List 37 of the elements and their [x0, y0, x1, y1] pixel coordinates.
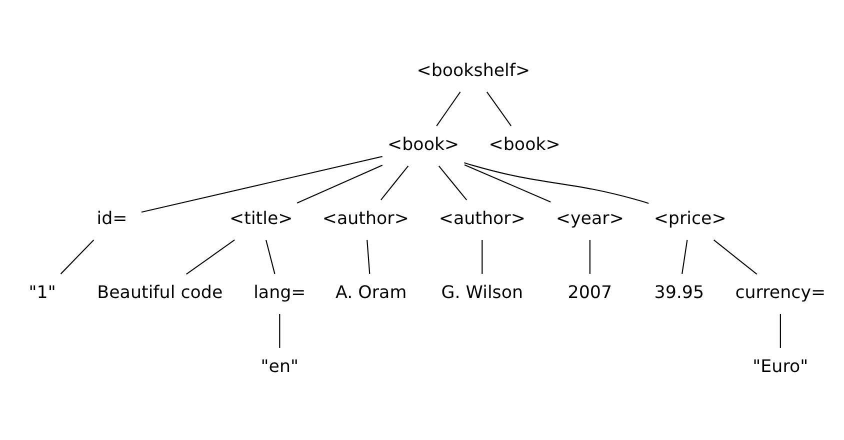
node-text: Beautiful code — [97, 283, 223, 304]
node-text: <bookshelf> — [416, 61, 530, 82]
connector — [436, 92, 461, 126]
connector — [482, 240, 483, 274]
node-text: 39.95 — [654, 283, 704, 304]
connector — [780, 314, 781, 348]
connector — [589, 240, 590, 274]
connector — [380, 166, 409, 200]
connector — [464, 162, 649, 204]
node-text: <title> — [230, 209, 293, 230]
node-text: <price> — [654, 209, 726, 230]
connector — [464, 164, 551, 202]
node-text: <author> — [322, 209, 409, 230]
connector — [141, 156, 382, 213]
connector — [60, 240, 94, 274]
node-text: G. Wilson — [441, 283, 524, 304]
node-text: A. Oram — [336, 283, 407, 304]
connector — [186, 240, 235, 275]
connector — [366, 240, 370, 274]
node-text: "Euro" — [752, 357, 808, 378]
connector — [296, 164, 383, 204]
node-text: currency= — [735, 283, 826, 304]
node-text: <book> — [388, 135, 460, 156]
connector — [682, 240, 688, 274]
node-text: "en" — [260, 357, 299, 378]
node-text: id= — [96, 209, 128, 230]
node-text: <author> — [438, 209, 526, 230]
node-text: <book> — [488, 135, 560, 156]
node-text: lang= — [254, 283, 306, 304]
connector — [266, 240, 276, 274]
node-text: 2007 — [568, 283, 612, 304]
connector — [438, 166, 468, 200]
node-text: "1" — [28, 283, 56, 304]
connector — [279, 314, 280, 348]
node-text: <year> — [556, 209, 624, 230]
connector — [486, 92, 512, 126]
connector — [713, 240, 758, 275]
